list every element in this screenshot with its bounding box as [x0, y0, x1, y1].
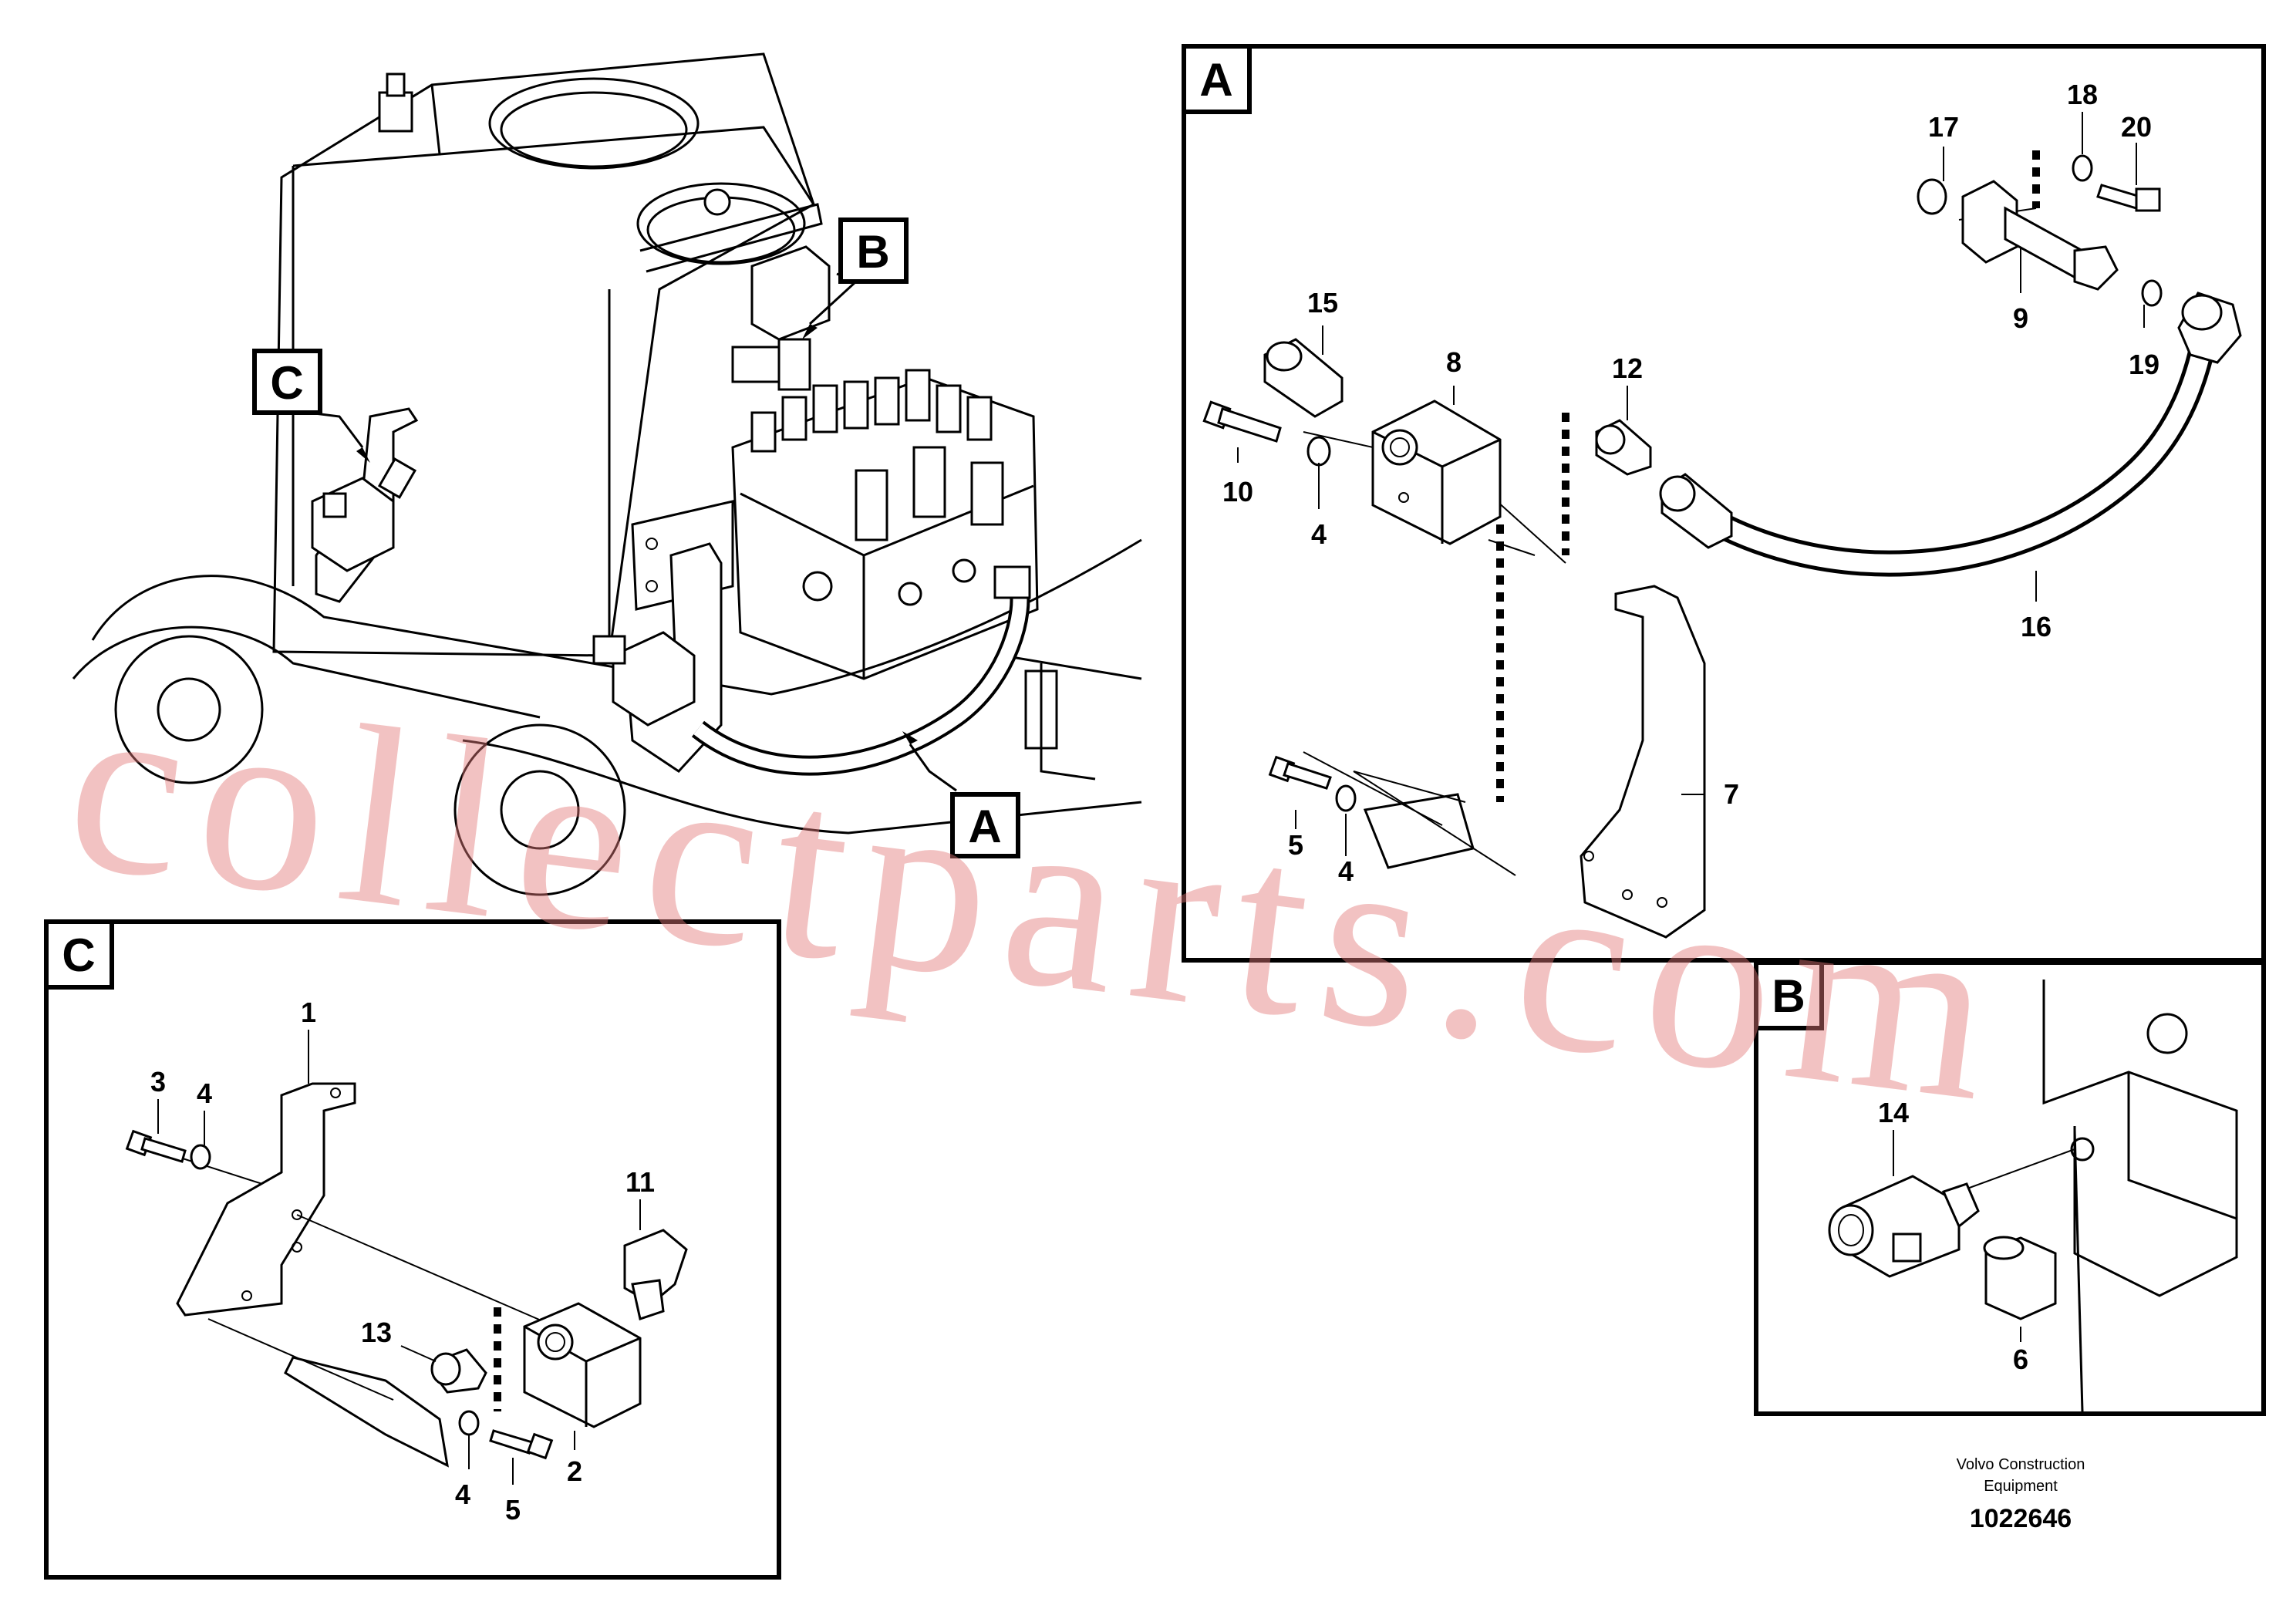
part-18-washer — [2072, 154, 2093, 182]
upper-frame — [72, 538, 1142, 896]
overview-tag-b-label: B — [856, 226, 889, 278]
label-a-4-upper: 4 — [1311, 518, 1327, 550]
detail-b-tag: B — [1772, 970, 1805, 1022]
part-1-bracket — [176, 1082, 356, 1317]
part-7-bracket — [1580, 585, 1706, 939]
hydraulic-tank — [272, 52, 823, 657]
label-a-20: 20 — [2121, 111, 2152, 143]
part-10-bolt — [1202, 400, 1282, 443]
footer: Volvo Construction Equipment 1022646 — [1957, 1456, 2085, 1533]
part-4-washer-c1 — [190, 1144, 211, 1170]
label-c-13: 13 — [361, 1317, 392, 1348]
detail-c-tag: C — [62, 929, 95, 981]
part-13-fitting — [430, 1348, 487, 1394]
part-17-oring — [1917, 178, 1947, 215]
label-b-14: 14 — [1878, 1097, 1909, 1128]
part-11-elbow — [623, 1229, 688, 1320]
footer-company-line2: Equipment — [1984, 1478, 2058, 1495]
mount-plate-c — [284, 1356, 449, 1468]
label-b-6: 6 — [2013, 1344, 2028, 1375]
overview-tag-c-label: C — [270, 357, 303, 409]
part-2-sensor-block — [523, 1302, 642, 1428]
part-6-cap — [1983, 1236, 2057, 1320]
label-c-3: 3 — [150, 1066, 166, 1098]
label-a-4-lower: 4 — [1338, 855, 1354, 887]
overview-tag-a: A — [902, 731, 1020, 858]
part-19-oring — [2141, 279, 2163, 307]
overview-hose — [691, 565, 1031, 776]
detail-a-tag: A — [1199, 54, 1232, 106]
detail-a-panel: A — [1182, 44, 2266, 963]
label-c-5: 5 — [505, 1494, 521, 1526]
footer-company-line1: Volvo Construction — [1957, 1456, 2085, 1473]
part-20-screw — [2096, 184, 2161, 212]
label-a-17: 17 — [1928, 111, 1959, 143]
label-a-10: 10 — [1222, 476, 1253, 508]
label-c-11: 11 — [625, 1166, 655, 1198]
label-a-18: 18 — [2067, 79, 2098, 110]
part-15-fitting — [1263, 338, 1344, 418]
overview-tag-a-label: A — [968, 801, 1001, 852]
overview-fitting-b — [731, 245, 831, 391]
label-a-19: 19 — [2129, 349, 2159, 380]
part-5-bolt-a — [1268, 755, 1332, 790]
part-16-hose — [1659, 292, 2242, 577]
label-a-16: 16 — [2021, 611, 2052, 642]
part-3-bolt — [125, 1129, 187, 1163]
overview-sensor-c — [311, 407, 419, 603]
mount-plate-a — [1363, 793, 1475, 869]
label-c-4-lower: 4 — [455, 1479, 470, 1510]
detail-c-panel: C — [44, 919, 781, 1580]
overview-illustration: B C A — [72, 52, 1142, 896]
part-12-fitting — [1595, 419, 1652, 476]
label-a-15: 15 — [1307, 287, 1338, 319]
part-9-flange — [1961, 180, 2119, 291]
part-5-bolt-c — [489, 1429, 554, 1460]
control-valve — [631, 369, 1039, 680]
label-a-5: 5 — [1288, 829, 1303, 861]
part-14-tee-fitting — [1828, 1175, 1980, 1278]
overview-tag-b: B — [802, 218, 909, 339]
label-a-8: 8 — [1446, 346, 1462, 378]
label-a-7: 7 — [1724, 778, 1739, 810]
part-8-sensor-block — [1371, 400, 1502, 545]
detail-b-panel: B 14 6 — [1754, 960, 2266, 1416]
label-c-4-upper: 4 — [197, 1077, 212, 1109]
overview-tag-c: C — [252, 349, 370, 463]
footer-drawing-number: 1022646 — [1970, 1504, 2072, 1533]
label-a-9: 9 — [2013, 302, 2028, 334]
overview-sensor-a — [592, 542, 723, 773]
label-c-1: 1 — [301, 996, 316, 1028]
label-c-2: 2 — [567, 1455, 582, 1487]
label-a-12: 12 — [1612, 352, 1643, 384]
part-4-washer-c2 — [458, 1410, 480, 1436]
part-4-washer-a2 — [1335, 784, 1357, 812]
part-4-washer-a1 — [1306, 436, 1331, 467]
